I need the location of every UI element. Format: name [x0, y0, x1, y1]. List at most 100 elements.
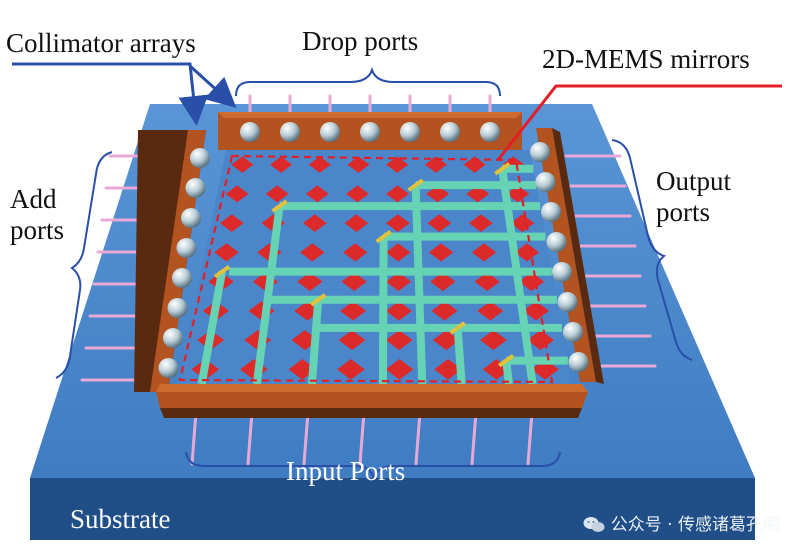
- mems-mirror: [337, 359, 365, 380]
- input-port-pin: [526, 410, 534, 466]
- mems-mirror: [338, 330, 366, 351]
- mems-mirror: [265, 185, 289, 203]
- mirror-array-boundary: [178, 154, 554, 384]
- mems-mirror: [474, 272, 500, 292]
- mems-mirror: [428, 243, 454, 262]
- mems-mirror: [431, 301, 458, 321]
- input-port-pin: [190, 410, 198, 466]
- waveguide-column: [378, 236, 388, 385]
- mems-mirror: [463, 156, 486, 173]
- drop-collimator-lens: [240, 122, 260, 142]
- mems-mirror: [427, 214, 452, 232]
- mems-mirror: [302, 214, 327, 232]
- waveguide-column: [502, 360, 513, 385]
- mems-switch: [494, 162, 511, 176]
- mems-mirror: [297, 272, 323, 292]
- add-collimator-lens: [181, 208, 201, 228]
- mems-mirror: [385, 243, 411, 262]
- mems-switch: [407, 178, 424, 192]
- mems-mirror: [527, 330, 554, 351]
- input-port-pin: [246, 410, 254, 466]
- output-ports-label: Output ports: [656, 166, 732, 228]
- brackets: [55, 66, 693, 482]
- frame-right-wall: [536, 128, 596, 382]
- mems-switch: [498, 353, 515, 368]
- collimator-arrow-left: [12, 62, 209, 126]
- mems-switch: [375, 229, 392, 244]
- input-ports-bracket: [185, 451, 561, 482]
- output-ports-bracket: [611, 139, 693, 361]
- watermark: 公众号 · 传感诸葛孔明: [583, 510, 780, 535]
- mems-mirror: [523, 301, 550, 321]
- drop-collimator-lens: [360, 122, 380, 142]
- add-collimator-lens: [158, 358, 179, 378]
- frame-top-wall-edge: [218, 112, 522, 118]
- input-port-pin: [358, 410, 366, 466]
- input-port-pin: [302, 410, 310, 466]
- add-ports-bracket: [55, 151, 113, 379]
- waveguide-column: [197, 270, 227, 385]
- mems-switch-elements: [213, 162, 515, 368]
- mems-mirror: [345, 185, 369, 203]
- mems-mirror: [385, 359, 414, 380]
- collimator-lenses: [158, 122, 589, 378]
- frame-front-wall: [156, 392, 588, 408]
- mems-mirror: [385, 330, 413, 351]
- drop-ports-bracket: [235, 66, 501, 97]
- frame-front-wall-shadow: [160, 408, 582, 418]
- add-collimator-lens: [185, 178, 206, 198]
- mems-mirror: [426, 185, 450, 203]
- mems-mirror: [531, 359, 559, 380]
- mems-mirror: [518, 272, 545, 292]
- waveguide-column: [411, 184, 427, 385]
- mems-mirrors-label: 2D-MEMS mirrors: [542, 44, 750, 74]
- mems-mirror: [343, 243, 368, 262]
- waveguide-column: [498, 168, 537, 385]
- output-collimator-lens: [530, 142, 550, 162]
- add-collimator-lens: [176, 238, 197, 258]
- output-collimator-lens: [546, 232, 567, 252]
- mems-mirror: [506, 185, 530, 203]
- waveguide-column: [307, 299, 323, 385]
- watermark-text: 公众号 · 传感诸葛孔明: [610, 515, 780, 535]
- mems-switch: [213, 265, 231, 279]
- mems-mirror: [432, 330, 460, 351]
- annotation-arrows: [12, 62, 782, 161]
- input-port-pin: [414, 410, 422, 466]
- mems-mirror: [270, 156, 293, 173]
- mems-switch: [449, 321, 466, 335]
- mems-mirror: [305, 185, 329, 203]
- mems-switch: [271, 199, 288, 213]
- mems-mirror: [514, 243, 540, 262]
- mems-mirror: [386, 156, 409, 173]
- add-collimator-lens: [167, 298, 188, 318]
- mems-mirror: [308, 156, 331, 173]
- output-collimator-lens: [541, 202, 561, 222]
- mems-mirror: [291, 330, 319, 351]
- mems-mirror: [510, 214, 535, 232]
- output-collimator-lens: [552, 262, 572, 282]
- drop-collimator-lens: [320, 122, 340, 142]
- output-collimator-lens: [557, 292, 578, 312]
- mems-mirror: [480, 330, 507, 351]
- mems-mirror: [385, 272, 412, 292]
- output-collimator-lens: [563, 322, 583, 342]
- collimator-arrow-top: [188, 64, 237, 109]
- mems-pointer-line: [496, 84, 782, 161]
- mems-mirror: [231, 156, 254, 173]
- mems-mirror-array: [191, 156, 559, 380]
- frame-right-wall-side: [552, 128, 604, 384]
- wechat-icon: [583, 517, 605, 532]
- mems-mirror: [214, 243, 239, 262]
- drop-ports-label: Drop ports: [302, 26, 419, 56]
- waveguide-column: [252, 205, 284, 385]
- mems-mirror: [244, 330, 272, 351]
- output-collimator-lens: [535, 172, 556, 192]
- mems-mirror: [219, 214, 244, 232]
- mems-mirror: [430, 272, 456, 292]
- mems-mirror: [471, 243, 497, 262]
- mems-mirror: [477, 301, 504, 321]
- mems-mirror: [300, 243, 325, 262]
